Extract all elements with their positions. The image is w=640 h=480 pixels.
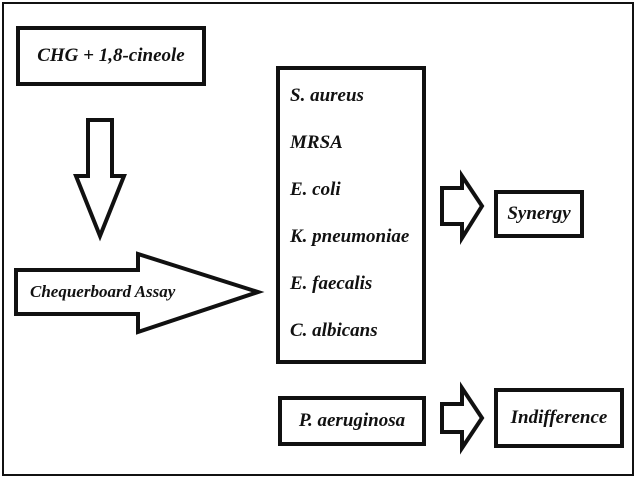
exception-organism-label: P. aeruginosa (298, 410, 406, 431)
indifference-arrow (440, 381, 485, 455)
assay-arrow (14, 251, 265, 335)
input-box: CHG + 1,8-cineole (16, 26, 206, 86)
organism-item: E. faecalis (290, 273, 373, 294)
indifference-label: Indifference (510, 407, 608, 428)
organisms-box: S. aureus MRSA E. coli K. pneumoniae E. … (276, 66, 426, 364)
organism-item: C. albicans (290, 320, 378, 341)
organism-item: S. aureus (290, 85, 364, 106)
synergy-arrow (440, 169, 485, 245)
down-arrow (73, 118, 127, 242)
assay-arrow-label: Chequerboard Assay (30, 282, 176, 301)
input-label: CHG + 1,8-cineole (37, 45, 185, 66)
synergy-label: Synergy (507, 203, 571, 224)
indifference-box: Indifference (494, 388, 624, 448)
exception-organism-box: P. aeruginosa (278, 396, 426, 446)
organism-item: E. coli (290, 179, 341, 200)
synergy-box: Synergy (494, 190, 584, 238)
organism-item: MRSA (290, 132, 343, 153)
organism-item: K. pneumoniae (290, 226, 410, 247)
